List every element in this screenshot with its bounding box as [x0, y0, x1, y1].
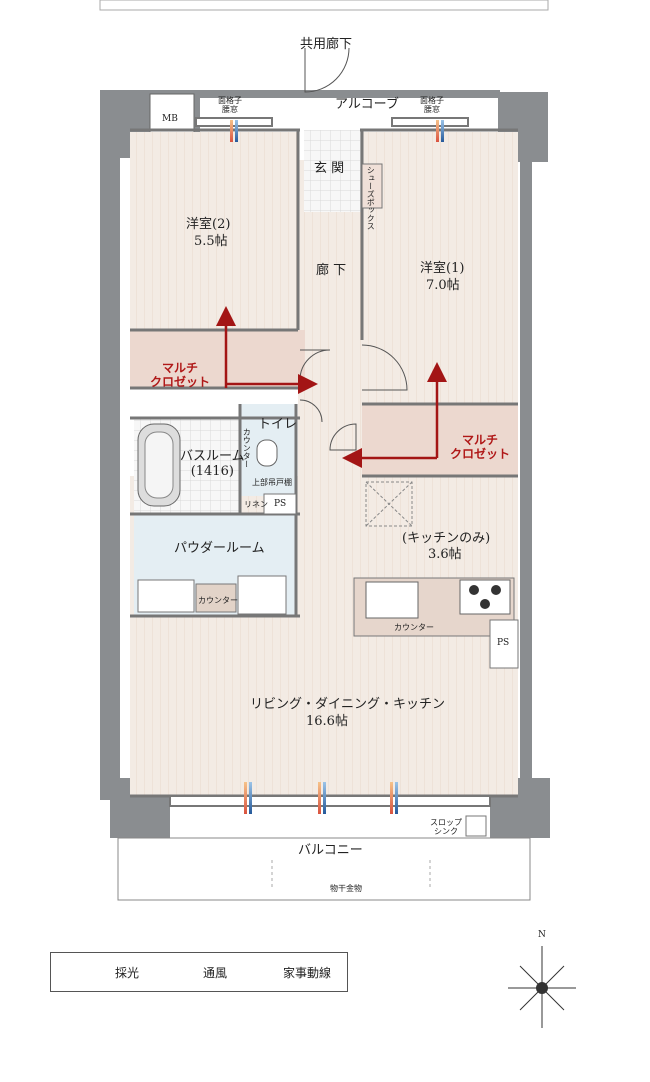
toilet-counter-label: カウンター [242, 428, 252, 468]
daylight-ventilation-marks [230, 120, 444, 814]
toilet-bowl [256, 439, 278, 467]
compass-icon [508, 946, 576, 1028]
legend-daylight-label: 採光 [115, 966, 140, 980]
powder-counter [195, 583, 237, 613]
powder-room-label: パウダールーム [174, 541, 265, 556]
multi-closet-right-label: マルチ クロゼット [450, 433, 511, 461]
lattice-window-left-label: 面格子 腰窓 [218, 96, 242, 115]
hallway-floor [298, 160, 362, 480]
western-room-1-name: 洋室(1) [420, 261, 465, 276]
lattice-window-right-label: 面格子 腰窓 [420, 96, 444, 115]
kitchen-sink [365, 581, 419, 619]
legend-housework-label: 家事動線 [283, 966, 332, 980]
genkan-label: 玄 関 [314, 161, 345, 176]
western-room-1-size: 7.0帖 [426, 278, 460, 293]
common-corridor-label: 共用廊下 [300, 37, 353, 52]
washing-machine-area [137, 579, 195, 613]
stove-burners [469, 585, 501, 609]
mb-label: MB [162, 114, 178, 124]
wash-basin [237, 575, 287, 615]
slop-sink-box [465, 815, 487, 837]
western-room-2-floor [130, 132, 298, 330]
genkan-floor [304, 130, 362, 212]
ldk-name: リビング・ダイニング・キッチン [250, 697, 446, 712]
drying-hardware-label: 物干金物 [330, 884, 362, 893]
kitchen-counter-label: カウンター [394, 623, 434, 632]
balcony-label: バルコニー [298, 843, 363, 858]
toilet-label: トイレ [258, 417, 298, 432]
windows [169, 117, 491, 807]
linen-label: リネン [244, 500, 268, 509]
legend-ventilation-label: 通風 [203, 966, 228, 980]
ps-kitchen-label: PS [497, 638, 510, 648]
western-room-2-name: 洋室(2) [186, 217, 231, 232]
upper-cabinet-label: 上部吊戸棚 [252, 478, 292, 487]
kitchen-only-label: (キッチンのみ) [402, 531, 491, 546]
shoe-box [361, 163, 383, 209]
alcove-label: アルコーブ [335, 97, 399, 112]
balcony-outline [117, 837, 531, 901]
range-hood-outline [365, 481, 413, 527]
ps-kitchen-box [489, 619, 519, 669]
multi-closet-right-floor [362, 404, 518, 476]
kitchen-size-label: 3.6帖 [428, 547, 462, 562]
slop-sink-label: スロップ シンク [430, 818, 462, 837]
multi-closet-left-label: マルチ クロゼット [150, 361, 211, 389]
multi-closet-left-floor [130, 330, 305, 388]
hallway-label: 廊 下 [316, 263, 347, 278]
upper-unit-outline [99, 0, 549, 11]
housework-flow-arrows [216, 306, 447, 468]
ps-box [263, 493, 297, 515]
powder-counter-label: カウンター [198, 596, 238, 605]
shoe-box-label: シューズボックス [366, 166, 376, 230]
legend: 採光 通風 家事動線 [50, 952, 348, 992]
north-label: N [538, 930, 546, 940]
ldk-size: 16.6帖 [306, 714, 348, 729]
western-room-2-size: 5.5帖 [194, 234, 228, 249]
bathroom-label: バスルーム (1416) [180, 449, 245, 479]
ps-label: PS [274, 499, 287, 509]
western-room-1-floor [362, 132, 518, 404]
